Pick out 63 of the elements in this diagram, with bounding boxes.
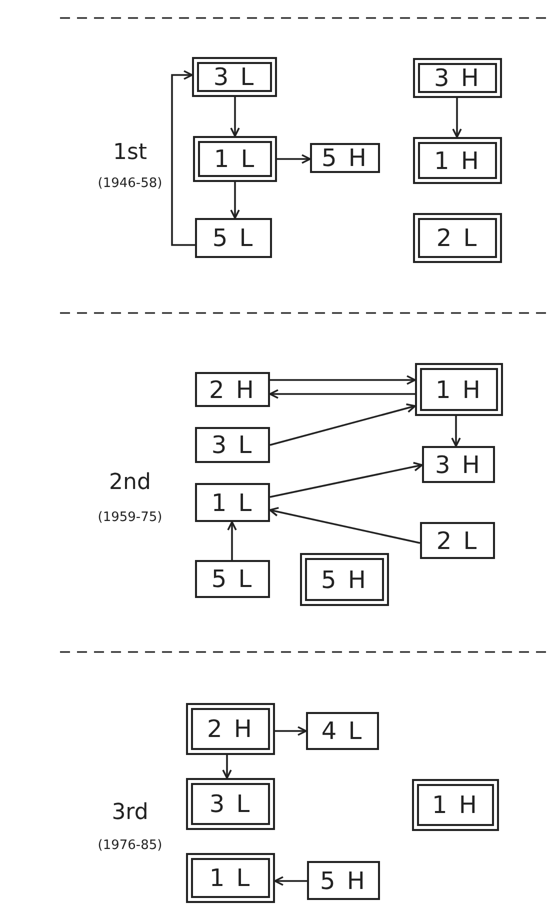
double-bordered-box [415, 363, 503, 416]
box-label: 3 L [211, 431, 254, 459]
arrow [230, 182, 240, 219]
box [195, 218, 272, 258]
arrow [270, 462, 423, 498]
box-label: 2 H [207, 715, 254, 743]
year-range-label: (1976-85) [98, 838, 162, 853]
double-bordered-box [186, 778, 275, 830]
arrow [451, 416, 461, 447]
year-range-label: (1959-75) [98, 510, 162, 525]
box [307, 861, 380, 900]
box-label: 1 H [432, 791, 479, 819]
arrow [275, 726, 307, 736]
box [195, 483, 270, 522]
arrow [270, 375, 416, 385]
box [306, 712, 379, 750]
double-bordered-box [300, 553, 389, 606]
box-label: 1 H [434, 146, 481, 174]
box-label: 2 L [436, 224, 479, 252]
box-label: 5 L [212, 224, 255, 252]
box-label: 1 L [211, 488, 254, 516]
arrow [277, 154, 311, 164]
double-bordered-box [186, 853, 275, 903]
box [310, 143, 380, 173]
box-label: 1 L [214, 145, 256, 173]
box-label: 5 H [321, 566, 368, 594]
double-bordered-box [413, 137, 502, 184]
box-label: 1 L [209, 864, 252, 892]
double-bordered-box [193, 136, 277, 182]
arrow [222, 755, 232, 779]
box-label: 3 L [209, 790, 252, 818]
box [420, 522, 495, 559]
year-range-label: (1946-58) [98, 176, 162, 191]
box-label: 2 H [209, 376, 256, 404]
box [195, 372, 270, 407]
box [195, 560, 270, 598]
double-bordered-box [186, 703, 275, 755]
arrow [452, 98, 462, 138]
double-bordered-box [192, 57, 277, 97]
box-label: 2 L [436, 526, 479, 554]
box-label: 3 L [213, 63, 256, 91]
arrow [269, 506, 420, 544]
generation-label: 2nd [109, 470, 151, 495]
arrow [270, 403, 416, 446]
box [195, 427, 270, 463]
box-label: 3 H [435, 450, 482, 478]
box-label: 1 H [436, 376, 482, 404]
double-bordered-box [412, 779, 499, 831]
arrow [171, 70, 195, 246]
box-label: 5 H [320, 866, 367, 894]
arrow [274, 876, 307, 886]
double-bordered-box [413, 58, 502, 98]
arrow [230, 97, 240, 137]
box-label: 3 H [434, 64, 481, 92]
generation-label: 3rd [112, 800, 148, 825]
box-label: 5 H [322, 144, 368, 172]
box-label: 4 L [321, 717, 364, 745]
generation-label: 1st [112, 140, 148, 165]
arrow [269, 389, 415, 399]
box [422, 446, 495, 483]
double-bordered-box [413, 213, 502, 263]
box-label: 5 L [211, 565, 254, 593]
arrow [227, 521, 237, 560]
